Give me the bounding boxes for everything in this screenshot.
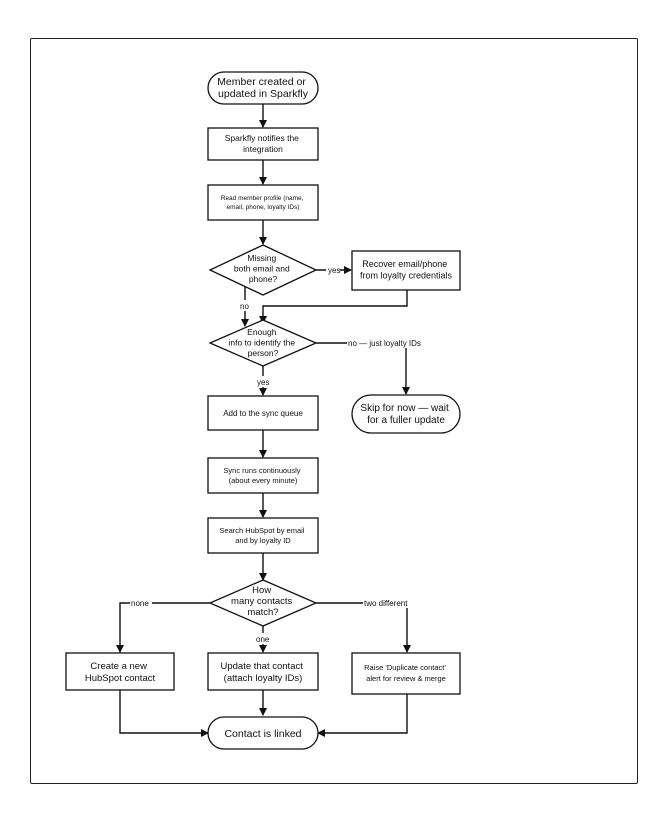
node-raise-box xyxy=(351,652,461,695)
sync-label: Sync runs continuously (about every minu… xyxy=(223,466,302,485)
edge-labels: yes no no — just loyalty IDs yes none on… xyxy=(130,264,425,644)
node-search-box xyxy=(207,517,319,554)
label-none: none xyxy=(131,599,149,608)
node-enough-decision xyxy=(208,319,318,367)
node-labels: Member created or updated in Sparkfly Sp… xyxy=(85,76,453,740)
diagram-frame xyxy=(30,38,638,784)
start-label: Member created or updated in Sparkfly xyxy=(217,76,309,100)
edge-raise-linked xyxy=(317,694,408,737)
node-howmany-decision xyxy=(208,579,318,627)
raise-label: Raise 'Duplicate contact' alert for revi… xyxy=(364,663,448,683)
node-create-box xyxy=(65,652,175,691)
edge-howmany-create xyxy=(116,602,210,653)
create-label: Create a new HubSpot contact xyxy=(85,661,156,684)
edge-howmany-raise xyxy=(316,602,411,653)
enough-label: Enough info to identify the person? xyxy=(228,327,297,358)
node-notify-box xyxy=(207,127,319,161)
node-update-box xyxy=(207,652,319,691)
edge-enough-skip xyxy=(316,342,410,395)
search-label: Search HubSpot by email and by loyalty I… xyxy=(219,526,306,545)
linked-label: Contact is linked xyxy=(224,728,301,740)
node-missing-decision xyxy=(208,244,318,296)
node-read-box xyxy=(207,184,319,221)
label-two-different: two different xyxy=(364,599,408,608)
nodes xyxy=(65,71,461,750)
node-queue-box xyxy=(207,395,319,431)
node-linked-terminal xyxy=(207,716,319,750)
label-no-enough: no — just loyalty IDs xyxy=(348,339,421,348)
node-recover-box xyxy=(351,250,461,291)
label-yes-recover: yes xyxy=(328,266,340,275)
queue-label: Add to the sync queue xyxy=(223,409,303,418)
howmany-label: How many contacts match? xyxy=(231,585,295,618)
missing-label: Missing both email and phone? xyxy=(234,253,292,284)
node-skip-terminal xyxy=(351,394,461,434)
update-label: Update that contact (attach loyalty IDs) xyxy=(220,661,305,684)
edge-create-linked xyxy=(119,690,209,737)
read-label: Read member profile (name, email, phone,… xyxy=(221,195,306,211)
recover-label: Recover email/phone from loyalty credent… xyxy=(360,259,453,281)
node-sync-box xyxy=(207,457,319,494)
edge-recover-enough xyxy=(259,290,408,324)
label-one: one xyxy=(256,635,270,644)
skip-label: Skip for now — wait for a fuller update xyxy=(360,403,451,426)
notify-label: Sparkfly notifies the integration xyxy=(225,133,302,154)
node-start-terminal xyxy=(207,71,319,105)
label-no-missing: no xyxy=(240,302,249,311)
label-yes-enough: yes xyxy=(257,378,269,387)
